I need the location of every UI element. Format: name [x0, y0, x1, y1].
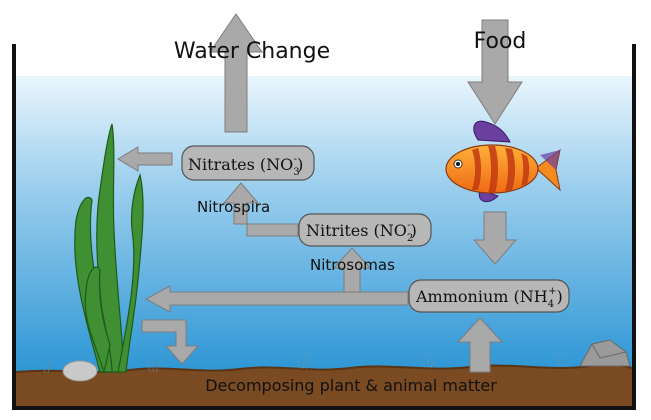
nitrosomas-label: Nitrosomas	[310, 256, 395, 274]
aquarium-tank	[12, 44, 636, 410]
ammonium-to-plant-arrow	[144, 285, 409, 313]
svg-text:Nitrates (NO3-): Nitrates (NO3 -)	[188, 154, 303, 178]
plant-to-substrate-arrow	[141, 319, 200, 365]
nitrates-label: Nitrates (NO	[188, 155, 293, 174]
substrate-to-ammonium-arrow	[456, 317, 504, 373]
nitrospira-label: Nitrospira	[197, 198, 270, 216]
food-label: Food	[474, 29, 527, 54]
nitrites-superscript: -	[407, 220, 410, 231]
ammonium-superscript: +	[548, 286, 556, 297]
nitrites-subscript: 2	[407, 233, 413, 244]
nitrates-close-paren: )	[297, 155, 303, 174]
ammonium-label: Ammonium (NH	[415, 287, 548, 306]
nitrates-subscript: 3	[293, 167, 299, 178]
ammonium-close-paren: )	[556, 287, 562, 306]
svg-text:Ammonium (NH4+): Ammonium (NH4 +)	[415, 286, 563, 310]
food-arrow	[467, 19, 523, 125]
water-change-arrow	[209, 13, 263, 133]
flow-arrows	[117, 13, 523, 373]
rock-right	[579, 339, 631, 367]
water-change-label: Water Change	[174, 39, 330, 64]
rock-left	[62, 360, 98, 382]
aquatic-plant	[74, 123, 144, 375]
svg-text:Nitrites (NO2-): Nitrites (NO2 -)	[306, 220, 417, 244]
substrate-top-shade	[15, 363, 633, 373]
grass-tufts	[41, 353, 566, 374]
ammonium-to-nitrites-arrow	[332, 247, 372, 293]
nitrites-close-paren: )	[411, 221, 417, 240]
ammonium-box: Ammonium (NH4 +)	[408, 279, 570, 313]
nitrites-box: Nitrites (NO2 -)	[298, 213, 432, 247]
nitrates-to-plant-arrow	[117, 146, 173, 172]
fish-to-ammonium-arrow	[472, 211, 518, 265]
ammonium-subscript: 4	[548, 299, 554, 310]
nitrites-to-nitrates-arrow	[222, 182, 299, 237]
substrate	[16, 364, 632, 406]
fish	[445, 120, 561, 203]
nitrates-superscript: -	[294, 154, 297, 165]
nitrates-box: Nitrates (NO3 -)	[181, 145, 315, 181]
substrate-label: Decomposing plant & animal matter	[205, 376, 497, 395]
nitrites-label: Nitrites (NO	[306, 221, 407, 240]
